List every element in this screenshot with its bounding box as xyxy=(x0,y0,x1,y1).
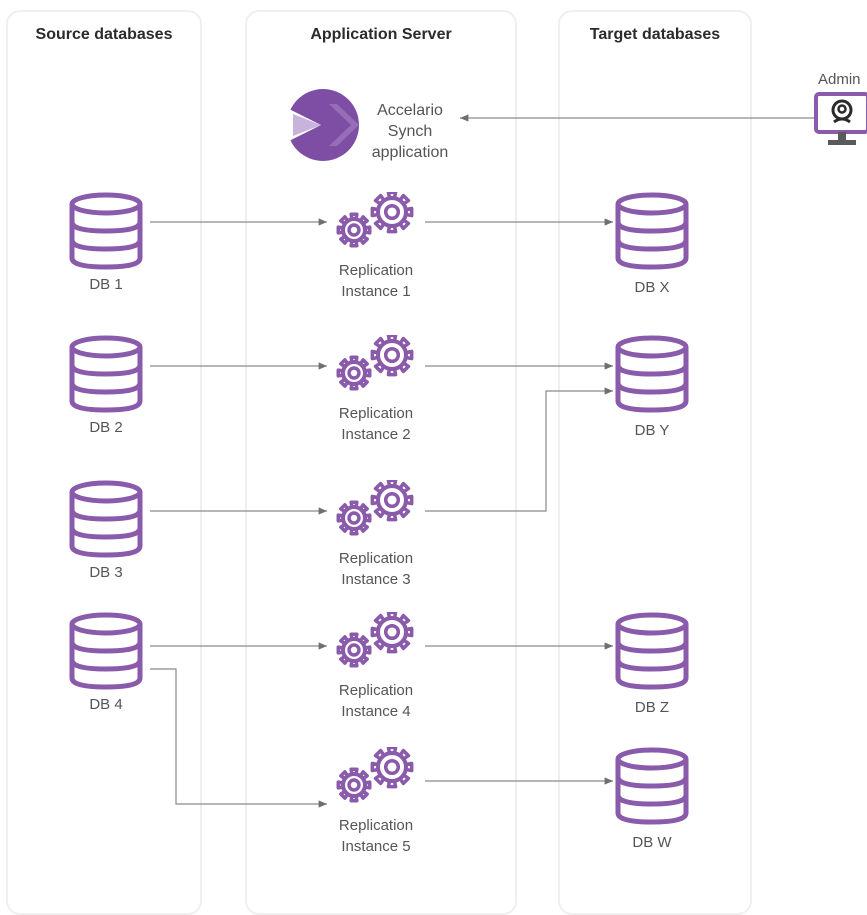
source-db-4: DB 4 xyxy=(67,612,145,722)
gears-icon xyxy=(336,335,414,391)
database-icon xyxy=(69,612,143,690)
gears-icon xyxy=(336,747,414,803)
target-db-label: DB Y xyxy=(634,422,670,439)
instance-label-line2: Instance 2 xyxy=(341,426,411,443)
gears-icon xyxy=(336,612,414,668)
app-column-title: Application Server xyxy=(310,26,452,43)
target-db-4: DB W xyxy=(613,747,691,857)
source-db-label: DB 2 xyxy=(89,419,123,436)
database-icon xyxy=(69,480,143,558)
instance-label-line1: Replication xyxy=(338,550,414,567)
gears-icon xyxy=(336,192,414,248)
admin-label: Admin xyxy=(818,71,861,88)
gears-icon xyxy=(336,480,414,536)
source-db-2: DB 2 xyxy=(67,335,145,445)
accelario-logo-icon xyxy=(287,89,359,161)
db4-to-instance5-arrow xyxy=(150,668,327,808)
instance3-to-dby-arrow xyxy=(425,387,613,512)
instance-label-line1: Replication xyxy=(338,817,414,834)
target-column-title: Target databases xyxy=(589,26,721,43)
database-icon xyxy=(615,612,689,690)
database-icon xyxy=(615,747,689,825)
instance-label-line1: Replication xyxy=(338,405,414,422)
source-db-label: DB 1 xyxy=(89,276,123,293)
app-logo-line1: Accelario xyxy=(377,102,443,119)
app-logo-text: Accelario Synch application xyxy=(358,100,462,163)
database-icon xyxy=(69,192,143,270)
instance-label-line2: Instance 1 xyxy=(341,283,411,300)
instance-label-line2: Instance 5 xyxy=(341,838,411,855)
database-icon xyxy=(615,335,689,413)
database-icon xyxy=(69,335,143,413)
target-db-label: DB Z xyxy=(634,699,670,716)
source-db-label: DB 4 xyxy=(89,696,123,713)
source-db-3: DB 3 xyxy=(67,480,145,590)
source-db-label: DB 3 xyxy=(89,564,123,581)
target-db-1: DB X xyxy=(613,192,691,302)
source-db-1: DB 1 xyxy=(67,192,145,302)
app-logo-line2: Synch xyxy=(387,123,433,140)
target-db-label: DB W xyxy=(632,834,672,851)
instance-label-line2: Instance 4 xyxy=(341,703,411,720)
instance-label-line1: Replication xyxy=(338,682,414,699)
target-db-2: DB Y xyxy=(613,335,691,445)
app-logo-line3: application xyxy=(371,144,449,161)
target-db-3: DB Z xyxy=(613,612,691,722)
instance-label-line1: Replication xyxy=(338,262,414,279)
database-icon xyxy=(615,192,689,270)
admin-monitor-icon xyxy=(814,92,867,145)
instance-label-line2: Instance 3 xyxy=(341,571,411,588)
target-db-label: DB X xyxy=(634,279,670,296)
source-column-title: Source databases xyxy=(35,26,173,43)
